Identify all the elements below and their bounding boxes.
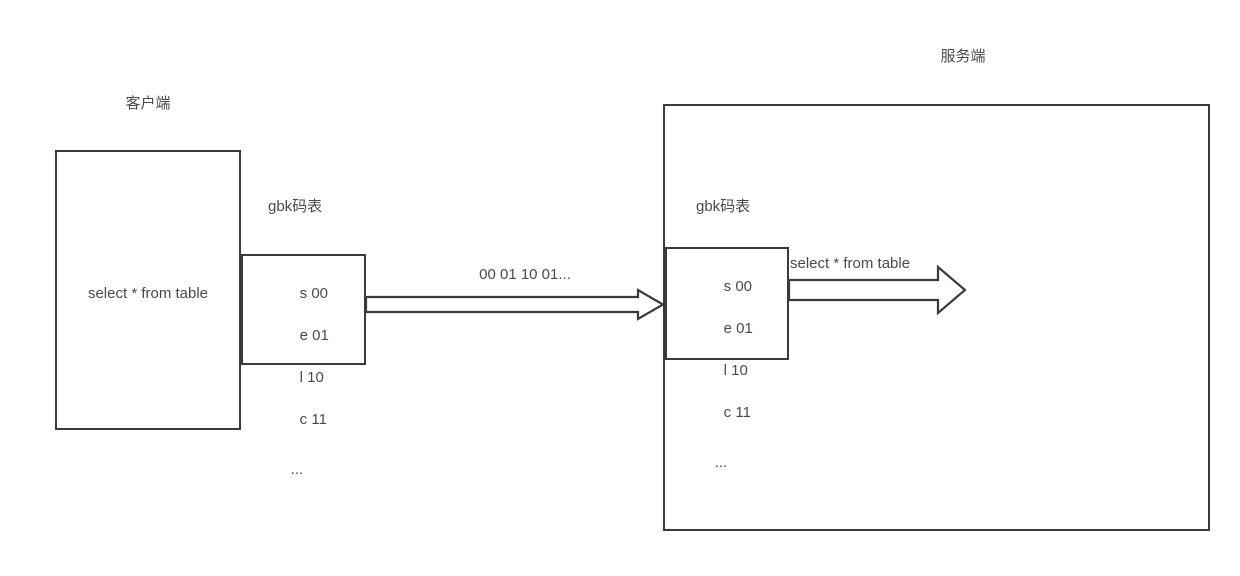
server-code-row-1: e 01 xyxy=(723,320,753,337)
network-transfer-arrow xyxy=(364,288,666,321)
server-box xyxy=(663,104,1210,531)
server-code-row-0: s 00 xyxy=(723,278,753,295)
server-code-ellipsis: ... xyxy=(714,454,728,471)
server-code-row-2: l 10 xyxy=(723,362,748,379)
server-gbk-code-list: s 00 e 01 l 10 c 11 ... xyxy=(707,255,753,515)
client-sql-text: select * from table xyxy=(87,285,209,302)
transfer-bytes-label: 00 01 10 01... xyxy=(479,266,571,283)
client-code-row-1: e 01 xyxy=(299,327,329,344)
server-code-row-3: c 11 xyxy=(723,404,751,421)
client-gbk-code-list: s 00 e 01 l 10 c 11 ... xyxy=(283,262,329,522)
server-decoded-sql-label: select * from table xyxy=(790,255,911,272)
network-arrow-shape xyxy=(364,288,666,321)
client-title-label: 客户端 xyxy=(125,95,171,112)
client-gbk-table-label: gbk码表 xyxy=(268,198,323,215)
client-code-row-0: s 00 xyxy=(299,285,329,302)
client-code-row-3: c 11 xyxy=(299,411,327,428)
server-gbk-table-box xyxy=(665,247,789,360)
server-output-arrow xyxy=(787,264,967,316)
client-box xyxy=(55,150,241,430)
server-output-arrow-shape xyxy=(787,264,967,316)
server-gbk-table-label: gbk码表 xyxy=(696,198,751,215)
server-title-label: 服务端 xyxy=(940,48,986,65)
client-code-row-2: l 10 xyxy=(299,369,324,386)
client-code-ellipsis: ... xyxy=(290,461,304,478)
